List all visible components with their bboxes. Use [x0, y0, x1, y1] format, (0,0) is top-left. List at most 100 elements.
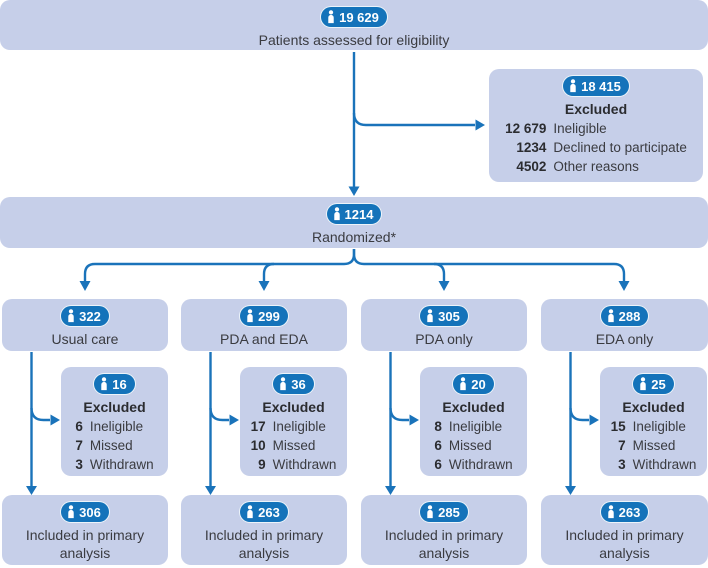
reason-label: Withdrawn	[632, 457, 697, 472]
included-box-usual-care: 306 Included in primary analysis	[2, 495, 168, 565]
reason-count: 7	[75, 438, 83, 453]
included-count: 263	[258, 504, 280, 520]
excluded-count: 25	[651, 376, 666, 392]
reason-label: Ineligible	[632, 419, 686, 434]
arm-count-badge: 305	[419, 305, 469, 327]
excluded-count-badge: 20	[452, 373, 495, 395]
excluded-count: 16	[112, 376, 127, 392]
assessed-count: 19 629	[339, 9, 379, 25]
reason-label: Ineligible	[448, 419, 503, 434]
arm-box-pda-and-eda: 299 PDA and EDA	[181, 299, 347, 351]
person-icon	[460, 377, 466, 391]
reason-count: 7	[618, 438, 626, 453]
included-label: Included in primary analysis	[204, 527, 324, 561]
excluded-count-badge: 36	[272, 373, 315, 395]
reason-label: Ineligible	[89, 419, 144, 434]
person-icon	[68, 309, 74, 323]
excluded-title: Excluded	[442, 399, 505, 415]
reason-label: Missed	[448, 438, 492, 453]
reason-label: Other reasons	[553, 159, 639, 174]
excluded-count-badge: 16	[93, 373, 136, 395]
reason-count: 3	[75, 457, 83, 472]
person-icon	[427, 505, 433, 519]
reason-label: Ineligible	[553, 121, 607, 136]
assessed-box: 19 629 Patients assessed for eligibility	[0, 0, 708, 50]
included-box-eda-only: 263 Included in primary analysis	[541, 495, 708, 565]
reason-label: Withdrawn	[272, 457, 337, 472]
arm-count: 305	[438, 308, 460, 324]
included-box-pda-and-eda: 263 Included in primary analysis	[181, 495, 347, 565]
excluded-count: 20	[471, 376, 486, 392]
arm-label: Usual care	[51, 331, 119, 347]
included-box-pda-only: 285 Included in primary analysis	[361, 495, 527, 565]
reason-count: 17	[250, 419, 266, 434]
assessed-count-badge: 19 629	[320, 6, 388, 28]
included-count: 306	[79, 504, 101, 520]
person-icon	[607, 505, 614, 519]
included-count: 263	[618, 504, 641, 520]
arm-box-pda-only: 305 PDA only	[361, 299, 527, 351]
included-count-badge: 263	[599, 501, 650, 523]
randomized-count: 1214	[344, 206, 374, 222]
excluded-top-count-badge: 18 415	[562, 75, 630, 97]
person-icon	[640, 377, 646, 391]
reason-label: Missed	[632, 438, 676, 453]
arm-count-badge: 299	[239, 305, 289, 327]
arm-count: 322	[79, 308, 101, 324]
included-count-badge: 285	[419, 501, 469, 523]
person-icon	[280, 377, 286, 391]
randomized-label: Randomized*	[311, 229, 397, 245]
assessed-label: Patients assessed for eligibility	[258, 32, 450, 48]
reason-count: 6	[434, 457, 442, 472]
included-count-badge: 263	[239, 501, 289, 523]
arm-count: 299	[258, 308, 280, 324]
excluded-top-title: Excluded	[564, 101, 628, 117]
person-icon	[68, 505, 74, 519]
reason-label: Ineligible	[272, 419, 326, 434]
excluded-top-count: 18 415	[581, 78, 621, 94]
arm-box-eda-only: 288 EDA only	[541, 299, 708, 351]
randomized-box: 1214 Randomized*	[0, 197, 708, 248]
included-label: Included in primary analysis	[565, 527, 684, 561]
arm-label: PDA and EDA	[220, 331, 308, 347]
excluded-count-badge: 25	[632, 373, 675, 395]
excluded-title: Excluded	[262, 399, 325, 415]
included-label: Included in primary analysis	[25, 527, 145, 561]
arm-count: 288	[618, 308, 641, 324]
arm-label: EDA only	[595, 331, 654, 347]
arm-count-badge: 322	[60, 305, 110, 327]
included-count-badge: 306	[60, 501, 110, 523]
reason-count: 4502	[516, 159, 547, 174]
excluded-title: Excluded	[622, 399, 685, 415]
arm-count-badge: 288	[599, 305, 650, 327]
reason-count: 1234	[516, 140, 547, 155]
excluded-count: 36	[291, 376, 306, 392]
person-icon	[427, 309, 433, 323]
randomized-count-badge: 1214	[325, 203, 383, 225]
person-icon	[570, 79, 576, 93]
reason-count: 8	[434, 419, 442, 434]
included-count: 285	[438, 504, 460, 520]
person-icon	[328, 10, 334, 24]
arm-box-usual-care: 322 Usual care	[2, 299, 168, 351]
reason-count: 6	[434, 438, 442, 453]
included-label: Included in primary analysis	[384, 527, 504, 561]
arm-label: PDA only	[415, 331, 473, 347]
person-icon	[247, 505, 253, 519]
reason-label: Withdrawn	[448, 457, 513, 472]
reason-label: Missed	[272, 438, 316, 453]
person-icon	[333, 207, 340, 221]
excluded-title: Excluded	[83, 399, 146, 415]
reason-count: 9	[258, 457, 266, 472]
reason-label: Missed	[89, 438, 133, 453]
